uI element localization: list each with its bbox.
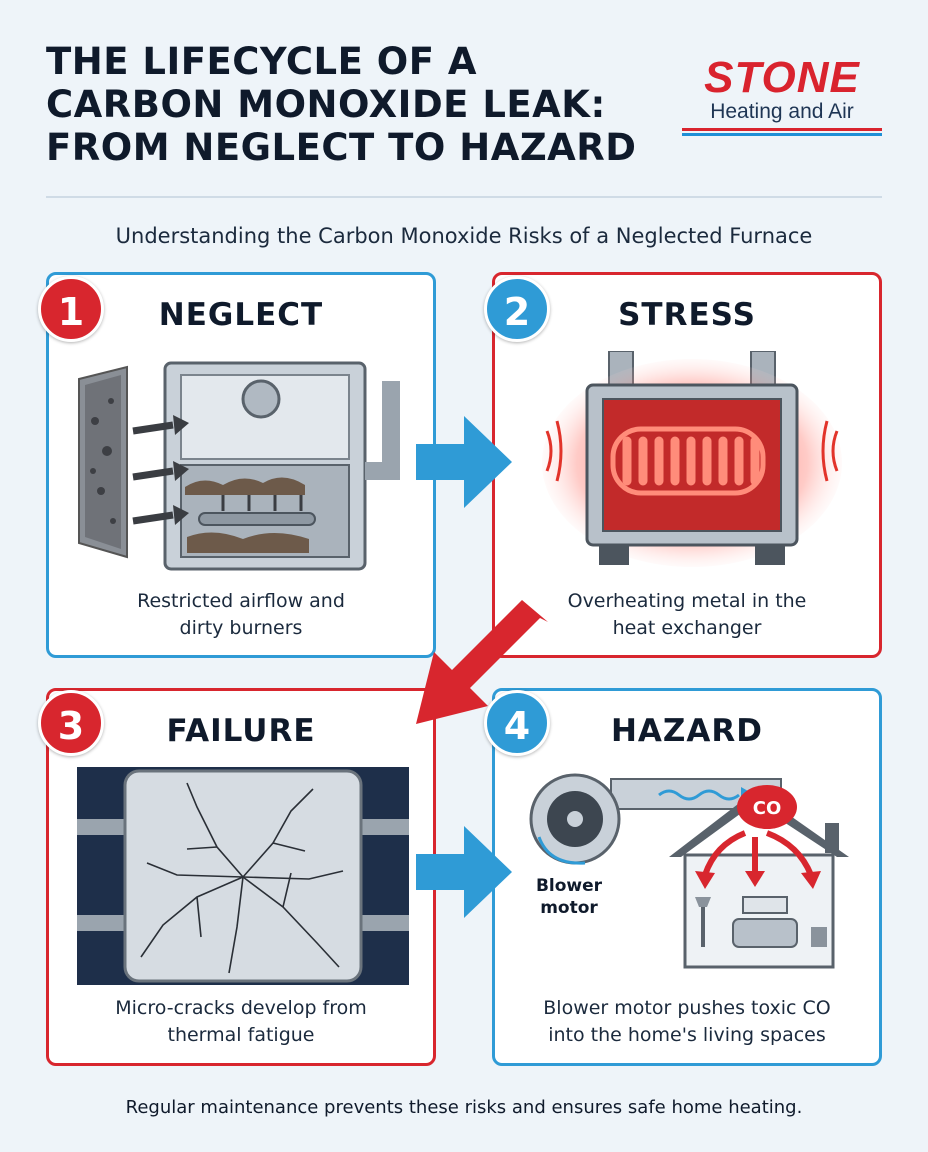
step-panel-hazard: HAZARD CO Blower motor Blower [492,688,882,1066]
logo-subtitle: Heating and Air [710,100,854,123]
blower-house-co-illustration: CO Blower motor [529,773,849,969]
step-title-failure: FAILURE [166,713,316,749]
title-line-2: CARBON MONOXIDE LEAK: [46,83,606,126]
step-title-stress: STRESS [618,297,756,333]
footer-note: Regular maintenance prevents these risks… [125,1097,803,1118]
step-caption-stress: Overheating metal in the heat exchanger [495,588,879,642]
caption-line: Blower motor pushes toxic CO [543,997,831,1019]
title-line-3: FROM NEGLECT TO HAZARD [46,126,637,169]
cracked-metal-illustration [77,767,409,985]
step-caption-neglect: Restricted airflow and dirty burners [49,588,433,642]
blower-label-line-1: Blower [536,876,603,896]
step-panel-failure: FAILURE Micro-cracks develop from therma… [46,688,436,1066]
dirty-furnace-illustration [78,361,400,571]
logo-wordmark: STONE [704,53,860,102]
arrow-down-left-icon [416,600,548,724]
caption-line: Micro-cracks develop from [115,997,367,1019]
step-panel-stress: STRESS Overheating metal in the heat exc… [492,272,882,658]
step-title-hazard: HAZARD [610,713,763,749]
step-badge-2: 2 [484,276,550,342]
logo-red-bar [682,128,882,131]
logo-blue-bar [682,133,882,136]
step-badge-4: 4 [484,690,550,756]
caption-line: heat exchanger [612,617,762,639]
page-title: THE LIFECYCLE OF A CARBON MONOXIDE LEAK:… [46,40,686,169]
arrow-right-icon [416,416,512,508]
header-divider [46,196,882,198]
arrow-right-icon [416,826,512,918]
caption-line: dirty burners [179,617,303,639]
caption-line: into the home's living spaces [548,1024,826,1046]
title-line-1: THE LIFECYCLE OF A [46,40,478,83]
step-badge-3: 3 [38,690,104,756]
step-panel-neglect: NEGLECT Restricted airflow and dirty bur… [46,272,436,658]
blower-label-line-2: motor [540,898,598,918]
step-caption-failure: Micro-cracks develop from thermal fatigu… [49,995,433,1049]
step-caption-hazard: Blower motor pushes toxic CO into the ho… [495,995,879,1049]
overheating-heat-exchanger-illustration [542,351,842,567]
page-subtitle: Understanding the Carbon Monoxide Risks … [115,224,813,248]
stone-logo: STONE Heating and Air [676,56,888,136]
caption-line: thermal fatigue [167,1024,315,1046]
step-title-neglect: NEGLECT [158,297,324,333]
co-badge-text: CO [753,798,782,819]
caption-line: Restricted airflow and [137,590,345,612]
caption-line: Overheating metal in the [567,590,807,612]
step-badge-1: 1 [38,276,104,342]
